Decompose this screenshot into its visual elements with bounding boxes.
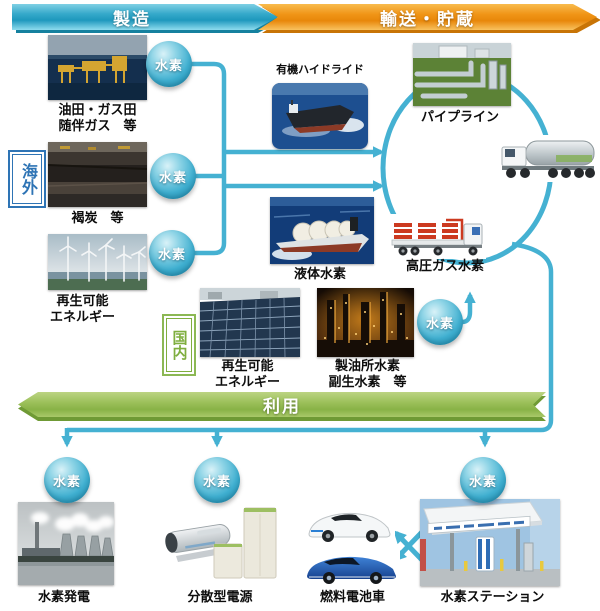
domestic-tag: 国内 [162,314,196,376]
refinery-label: 製油所水素副生水素 等 [328,358,407,389]
fuel-cell-vehicle-label: 燃料電池車 [319,589,385,604]
banner-manufacture: 製造 [12,4,278,30]
hydrogen-station-label: 水素ステーション [440,589,545,604]
banner-manufacture-label: 製造 [113,9,151,29]
hydrogen-badge: 水素 [146,41,192,87]
oil-gas-field-photo [48,35,147,100]
organic-hydride-ship-photo [272,83,368,149]
solar-panels-photo [200,288,300,357]
renewable-overseas-label: 再生可能エネルギー [49,293,115,324]
hydrogen-badge: 水素 [44,457,90,503]
loop-to-use-line [67,241,554,433]
liquid-hydrogen-label: 液体水素 [293,266,346,281]
distributed-power-label: 分散型電源 [187,589,253,604]
blue-fcv-photo [303,544,400,585]
high-pressure-gas-label: 高圧ガス水素 [405,258,484,273]
banner-transport-storage-label: 輸送・貯蔵 [380,9,475,29]
overseas-tag: 海外 [8,150,46,208]
lignite-label: 褐炭 等 [71,210,124,225]
trunk-line [188,61,227,256]
hydrogen-badge: 水素 [194,457,240,503]
banner-transport-storage: 輸送・貯蔵 [258,4,597,30]
banner-use: 利用 [18,392,546,417]
tanker-truck-photo [498,135,598,182]
liquid-hydrogen-ship-photo [270,197,374,264]
pipeline-photo [413,43,511,106]
power-plant-photo [18,502,114,585]
pipeline-label: パイプライン [420,109,499,124]
organic-hydride-label: 有機ハイドライド [276,64,364,76]
refinery-photo [317,288,414,357]
gas-truck-photo [388,214,486,259]
hydrogen-badge: 水素 [417,299,463,345]
hydrogen-badge: 水素 [149,230,195,276]
renewable-domestic-label: 再生可能エネルギー [214,358,280,389]
lignite-mine-photo [48,142,147,207]
hydrogen-badge: 水素 [460,457,506,503]
fuel-cell-units-photo [158,500,280,586]
oil-gas-field-label: 油田・ガス田随伴ガス 等 [58,102,137,133]
hydrogen-badge: 水素 [150,153,196,199]
station-to-blue-car-arrow [393,530,424,562]
power-generation-label: 水素発電 [37,589,90,604]
wind-farm-photo [48,234,147,290]
white-fcv-photo [303,504,395,543]
banner-use-label: 利用 [263,397,301,416]
hydrogen-station-photo [420,499,560,586]
